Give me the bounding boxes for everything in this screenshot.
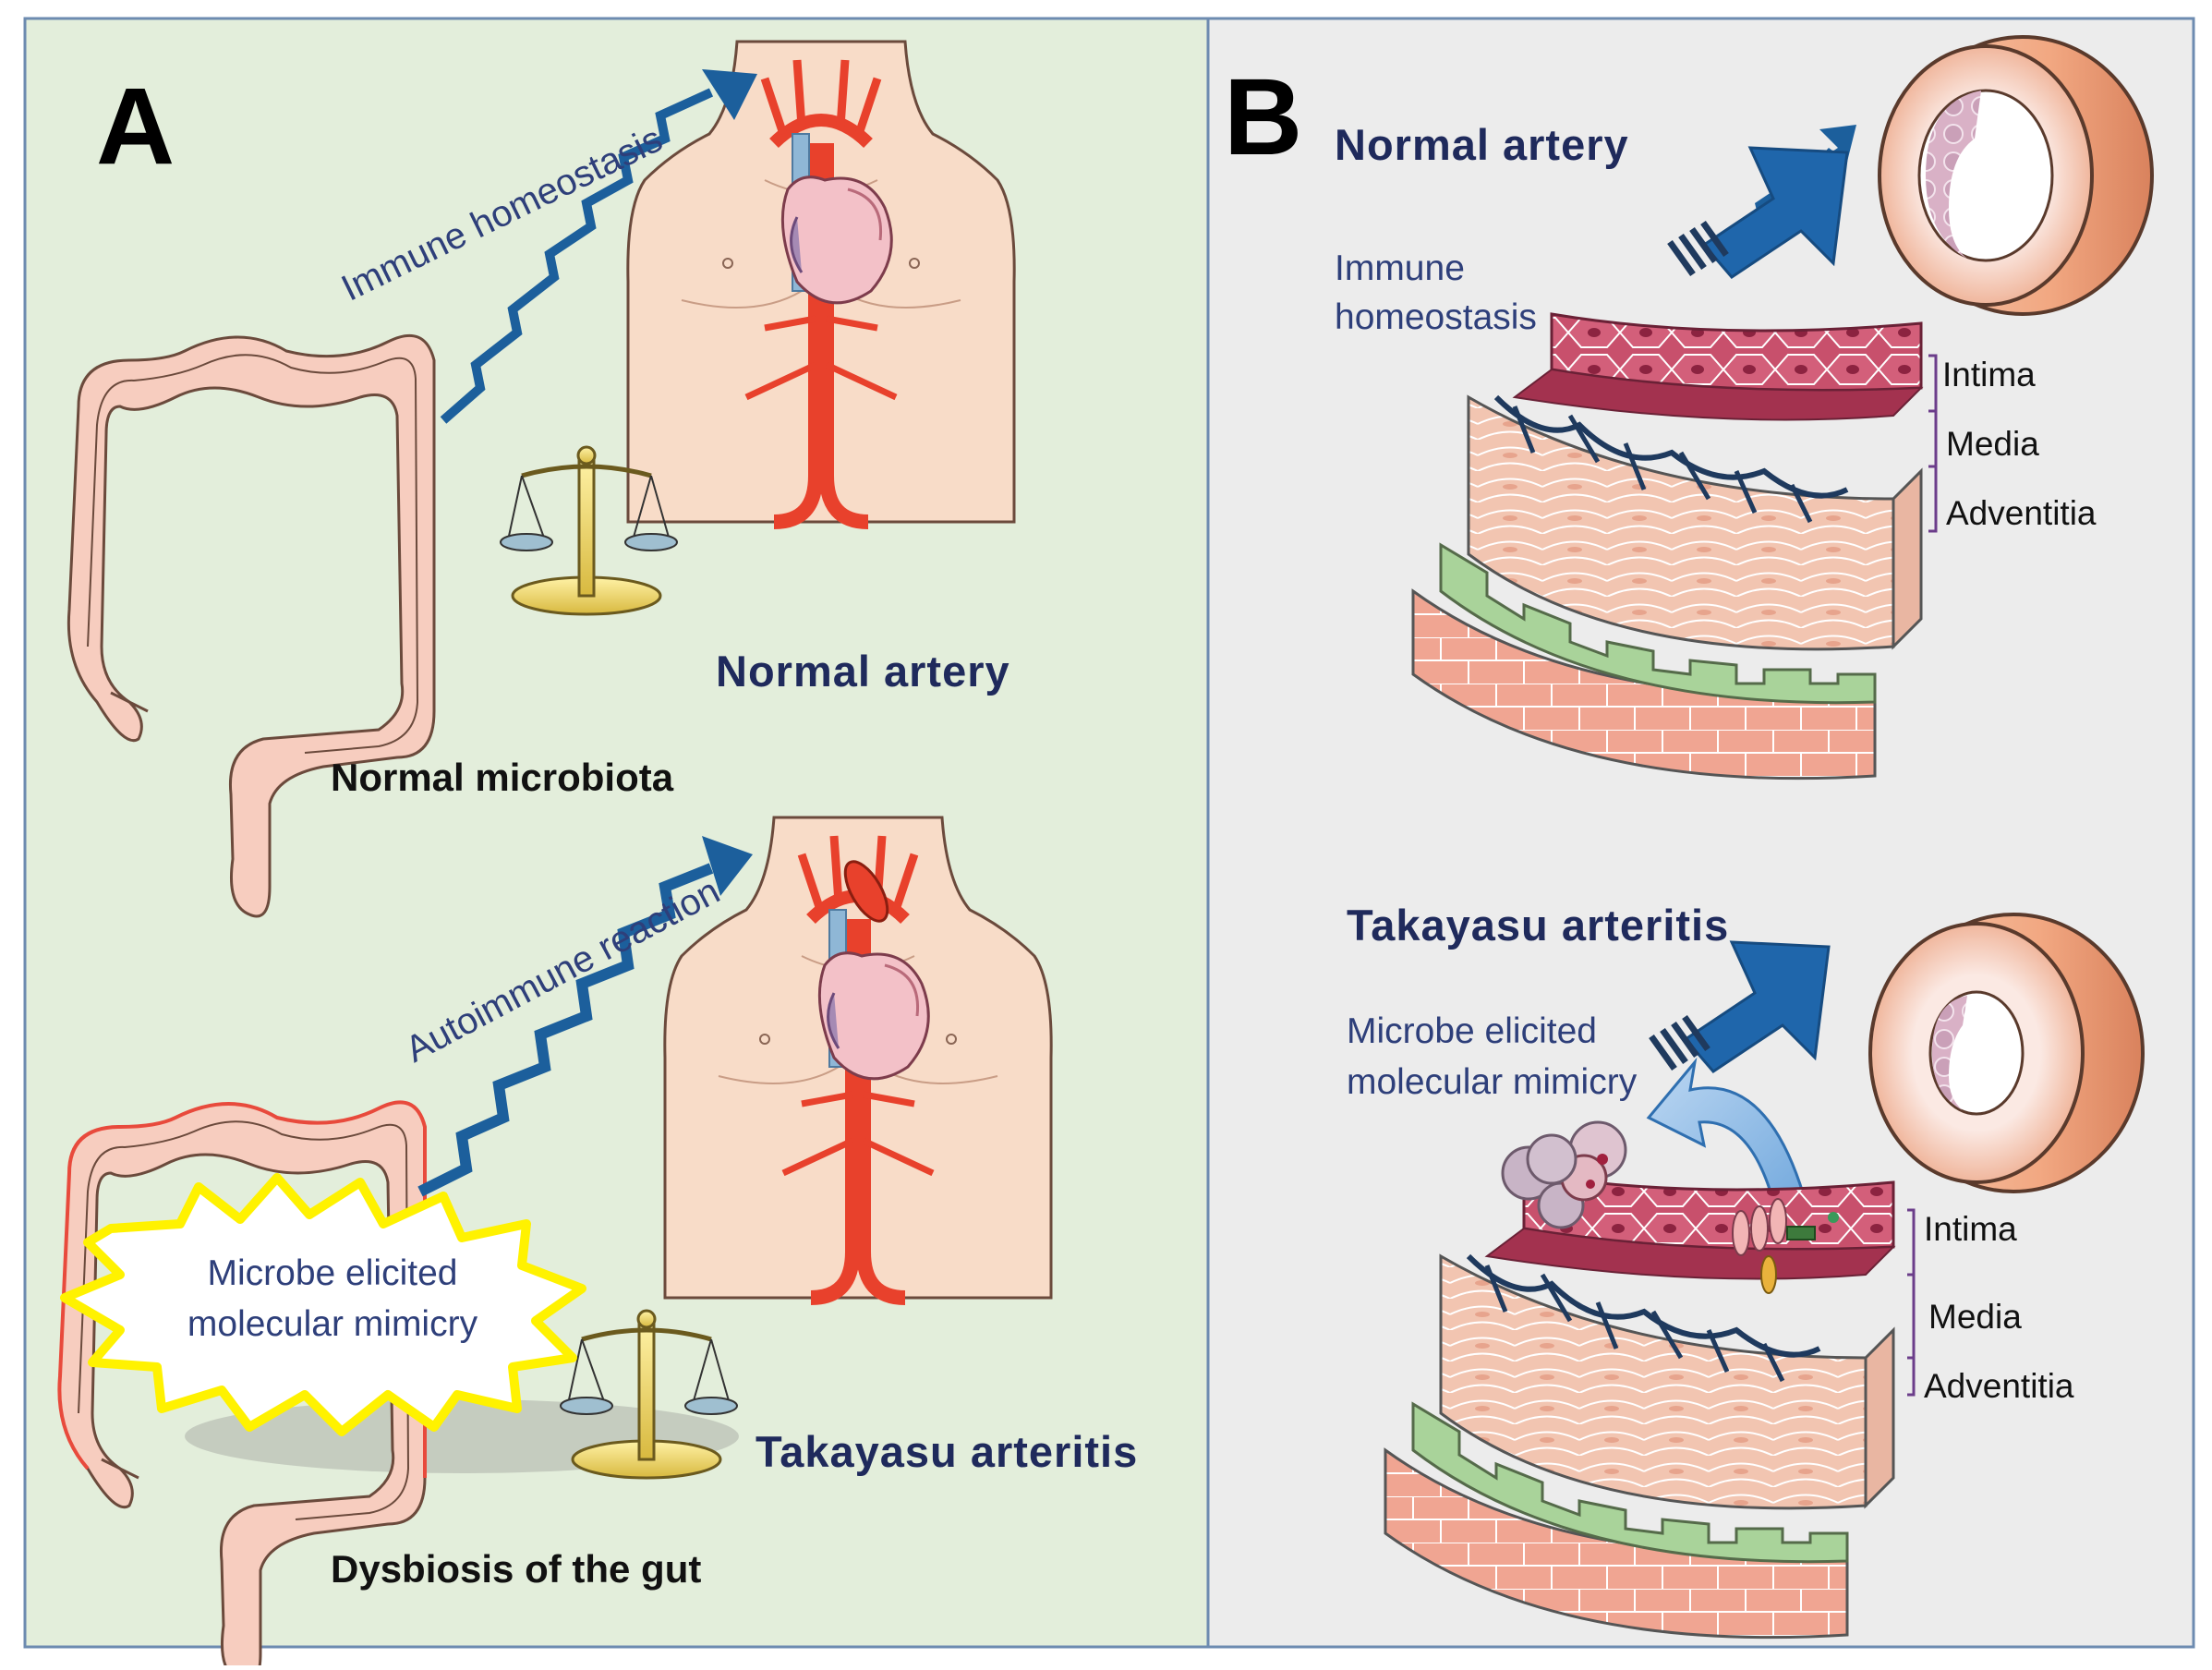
takayasu-arteritis-title: Takayasu arteritis: [1347, 901, 1730, 950]
burst-line-2: molecular mimicry: [187, 1303, 478, 1344]
note-line-1: Microbe elicited: [1347, 1011, 1597, 1051]
receptor-icon: [1732, 1198, 1839, 1294]
layer-bracket: [1907, 1208, 1916, 1397]
layer-media: Media: [1946, 425, 2039, 463]
burst-line-1: Microbe elicited: [207, 1253, 458, 1293]
layer-media: Media: [1928, 1298, 2022, 1336]
normal-microbiota-label: Normal microbiota: [331, 756, 674, 799]
normal-artery-title: Normal artery: [1335, 120, 1629, 169]
panel-a-letter: A: [96, 66, 175, 188]
molecular-mimicry-note: Microbe elicited molecular mimicry: [1347, 1007, 1637, 1107]
artery-ring-thickened-icon: [1868, 913, 2145, 1193]
takayasu-arteritis-label: Takayasu arteritis: [755, 1427, 1139, 1476]
block-arrow-icon: [1667, 125, 1856, 279]
layer-intima: Intima: [1942, 356, 2036, 393]
panel-b-letter: B: [1224, 56, 1303, 178]
block-arrow-icon: [1649, 940, 1831, 1073]
burst-text: Microbe elicited molecular mimicry: [162, 1249, 503, 1349]
colon-inflamed-icon: [57, 1100, 427, 1670]
immune-homeostasis-note: Immune homeostasis: [1335, 245, 1537, 342]
panel-a-background: [23, 17, 1210, 1649]
layer-adventitia: Adventitia: [1924, 1367, 2074, 1405]
squiggle-arrow-icon: [417, 836, 753, 1197]
artery-ring-icon: [1878, 35, 2154, 316]
bacteria-icon: [1501, 1120, 1627, 1229]
layer-bracket: [1928, 354, 1938, 533]
normal-artery-label: Normal artery: [716, 647, 1010, 696]
squiggle-arrow-icon: [440, 69, 757, 424]
note-line-2: molecular mimicry: [1347, 1061, 1638, 1102]
curved-arrow-icon: [1646, 1057, 1812, 1221]
burst-icon: [60, 1173, 586, 1436]
note-line-2: homeostasis: [1335, 296, 1537, 337]
dysbiosis-label: Dysbiosis of the gut: [331, 1547, 702, 1591]
note-line-1: Immune: [1335, 248, 1465, 288]
torso-inflamed-icon: [665, 817, 1051, 1298]
layer-adventitia: Adventitia: [1946, 494, 2097, 532]
layer-intima: Intima: [1924, 1210, 2017, 1248]
